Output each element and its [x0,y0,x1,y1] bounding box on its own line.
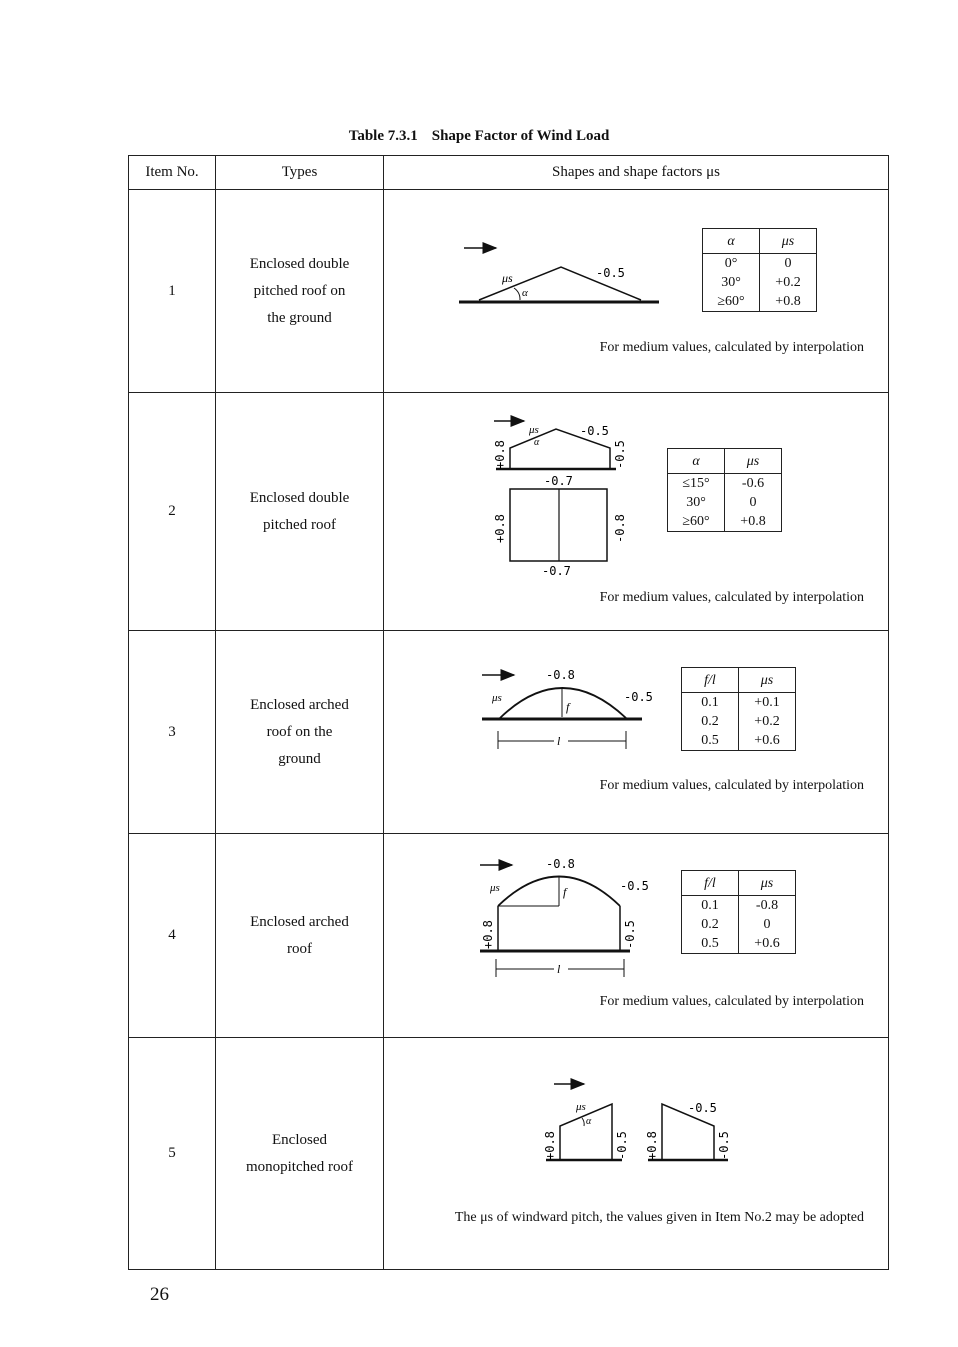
svg-text:α: α [534,437,540,448]
svg-text:-0.5: -0.5 [623,920,637,949]
monopitch-diagram: μs α +0.8 -0.5 -0.5 +0.8 -0.5 [543,1078,731,1162]
table-number: Table 7.3.1 [348,128,418,144]
item-number: 4 [128,833,216,1038]
item-type: Enclosed monopitched roof [215,1037,384,1270]
gable-ground-diagram: μs α -0.5 [459,242,659,304]
item-type: Enclosed arched roof on the ground [215,630,384,834]
leeward-value: -0.5 [596,266,625,280]
shape-cell: μs α +0.8 -0.5 -0.5 +0.8 -0.5 The μs of … [383,1037,889,1270]
svg-text:-0.5: -0.5 [688,1101,717,1115]
item-type: Enclosed arched roof [215,833,384,1038]
svg-text:-0.5: -0.5 [580,424,609,438]
wind-shape-factor-table: Item No. Types Shapes and shape factors … [128,155,889,1270]
svg-text:+0.8: +0.8 [481,920,495,949]
mu-label: μs [501,271,513,285]
svg-text:-0.7: -0.7 [542,564,571,578]
table-title: Table 7.3.1 Shape Factor of Wind Load [0,128,958,145]
interpolation-note: For medium values, calculated by interpo… [599,778,864,793]
page-number: 26 [150,1284,169,1305]
svg-text:μs: μs [575,1101,586,1113]
header-types: Types [215,155,384,190]
interpolation-note: For medium values, calculated by interpo… [599,340,864,355]
svg-text:α: α [586,1116,592,1127]
header-row: Item No. Types Shapes and shape factors … [128,155,889,190]
interpolation-note: For medium values, calculated by interpo… [599,994,864,1009]
svg-text:l: l [557,734,561,748]
table-row: 4 Enclosed arched roof f -0.8 μs -0.5 +0… [128,833,889,1038]
svg-text:-0.8: -0.8 [546,668,575,682]
svg-text:+0.8: +0.8 [493,514,507,543]
svg-text:+0.8: +0.8 [645,1131,659,1160]
alpha-label: α [522,287,528,299]
svg-text:-0.5: -0.5 [717,1131,731,1160]
item-number: 1 [128,189,216,393]
svg-text:-0.7: -0.7 [544,474,573,488]
interpolation-note: For medium values, calculated by interpo… [599,590,864,605]
svg-text:-0.8: -0.8 [546,857,575,871]
svg-text:μs: μs [491,692,502,704]
svg-text:f: f [566,700,571,714]
svg-text:-0.8: -0.8 [613,514,627,543]
svg-text:-0.5: -0.5 [615,1131,629,1160]
table-row: 5 Enclosed monopitched roof μs α +0.8 -0… [128,1037,889,1270]
arch-building-diagram: f -0.8 μs -0.5 +0.8 -0.5 l [480,857,649,977]
svg-text:μs: μs [489,882,500,894]
svg-text:+0.8: +0.8 [543,1131,557,1160]
header-item-no: Item No. [128,155,216,190]
svg-text:f: f [563,885,568,899]
svg-text:-0.5: -0.5 [624,690,653,704]
svg-text:-0.5: -0.5 [620,879,649,893]
item-number: 3 [128,630,216,834]
gable-building-diagram: μs α -0.5 +0.8 -0.5 -0.7 +0.8 -0.8 -0.7 [493,415,627,578]
windward-note: The μs of windward pitch, the values giv… [454,1210,864,1225]
svg-text:-0.5: -0.5 [613,440,627,469]
header-shapes: Shapes and shape factors μs [383,155,889,190]
arch-ground-diagram: f -0.8 μs -0.5 l [482,668,653,749]
table-title-text: Shape Factor of Wind Load [431,128,610,144]
shape-cell: μs α -0.5 +0.8 -0.5 -0.7 +0.8 -0.8 -0.7 … [383,392,889,631]
svg-text:μs: μs [528,424,539,436]
table-row: 1 Enclosed double pitched roof on the gr… [128,189,889,393]
table-row: 2 Enclosed double pitched roof μs α -0.5… [128,392,889,631]
svg-text:+0.8: +0.8 [493,440,507,469]
item-number: 5 [128,1037,216,1270]
item-number: 2 [128,392,216,631]
svg-text:l: l [557,962,561,976]
item-type: Enclosed double pitched roof [215,392,384,631]
table-row: 3 Enclosed arched roof on the ground f -… [128,630,889,834]
item-type: Enclosed double pitched roof on the grou… [215,189,384,393]
